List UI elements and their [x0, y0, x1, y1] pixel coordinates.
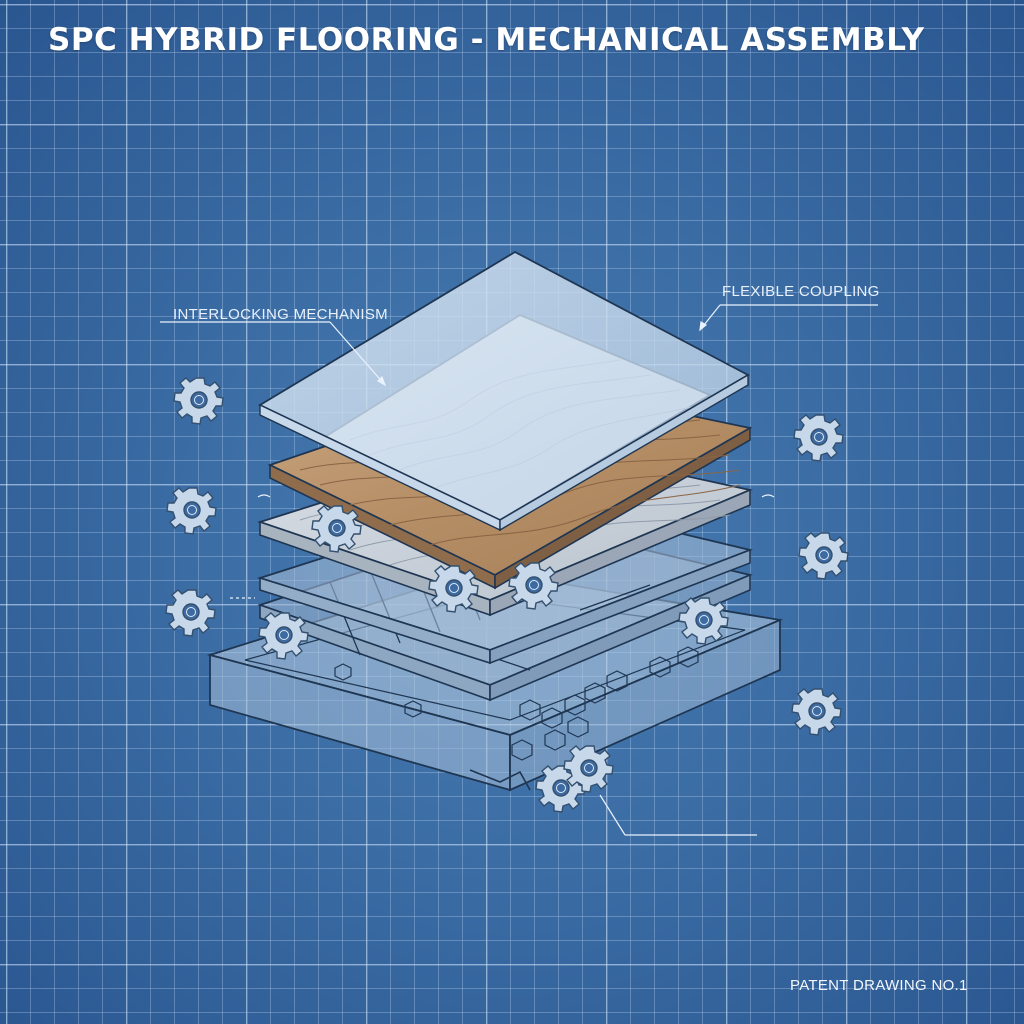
gear-icon — [791, 688, 842, 736]
gear-icon — [563, 745, 614, 793]
interlocking-mechanism-label: INTERLOCKING MECHANISM — [173, 306, 388, 323]
gear-icon — [678, 597, 729, 645]
gear-icon — [258, 612, 309, 660]
gear-icon — [428, 565, 479, 613]
gear-icon — [166, 487, 217, 535]
gear-icon — [173, 377, 224, 425]
leader-lines — [160, 304, 878, 836]
gear-icon — [311, 505, 362, 553]
drawing-title: SPC HYBRID FLOORING - MECHANICAL ASSEMBL… — [48, 22, 925, 58]
flexible-coupling-label: FLEXIBLE COUPLING — [722, 283, 880, 300]
wear-layer — [258, 250, 750, 532]
patent-drawing-label: PATENT DRAWING NO.1 — [790, 977, 968, 994]
gear-icon — [165, 589, 216, 637]
gear-icon — [508, 562, 559, 610]
gear-icon — [798, 532, 849, 580]
gear-icon — [793, 414, 844, 462]
